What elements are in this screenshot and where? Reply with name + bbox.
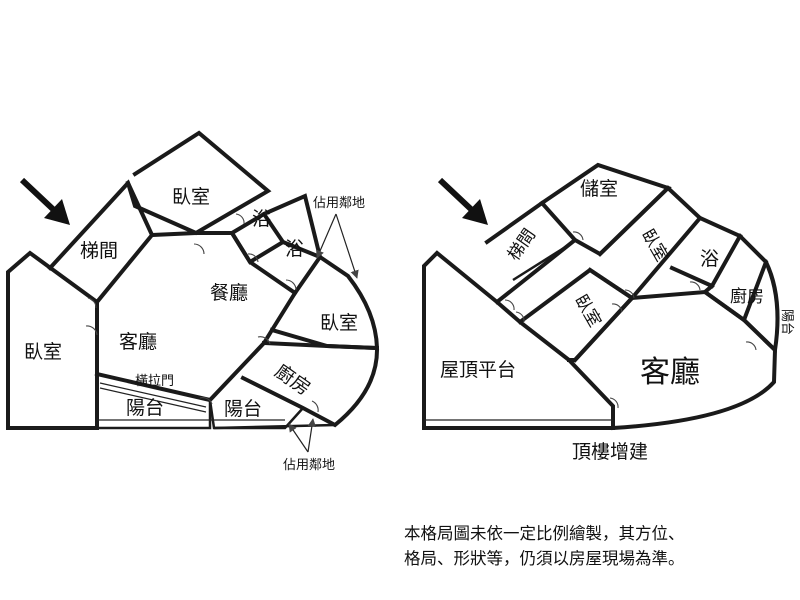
left-door-swings: [30, 213, 319, 429]
disclaimer-line-1: 本格局圖未依一定比例繪製，其方位、: [404, 524, 685, 543]
encroachment-leaders: [288, 213, 359, 453]
annotation-encroachment-top: 佔用鄰地: [313, 196, 365, 211]
label-sliding-door: 橫拉門: [135, 374, 174, 389]
room-label-balcony-right: 陽台: [779, 309, 794, 335]
room-label-balcony-left-1: 陽台: [126, 397, 164, 419]
entry-arrow-left: [19, 177, 70, 225]
room-label-bath-left-2: 浴: [285, 238, 304, 260]
right-floor-plan: 儲室 梯間 臥室 浴 廚房 臥室 陽台 屋頂平台 客廳 頂樓增建: [422, 162, 794, 463]
room-label-roof-terrace: 屋頂平台: [440, 359, 516, 381]
entry-arrow-right: [437, 177, 488, 225]
room-label-balcony-left-2: 陽台: [224, 398, 262, 420]
room-label-bedroom-top: 臥室: [172, 186, 210, 208]
disclaimer-line-2: 格局、形狀等，仍須以房屋現場為準。: [404, 549, 685, 568]
room-label-bedroom-left: 臥室: [24, 341, 62, 363]
left-walls: [6, 130, 380, 430]
room-label-dining: 餐廳: [210, 282, 248, 304]
room-label-stairwell-left: 梯間: [80, 240, 118, 262]
room-label-bath-left-1: 浴: [252, 208, 271, 230]
right-walls: [422, 162, 780, 431]
room-label-kitchen-right: 廚房: [730, 286, 764, 307]
room-label-bedroom-right: 臥室: [320, 312, 358, 334]
room-label-stairwell-right: 梯間: [504, 225, 540, 264]
left-floor-plan: 臥室 梯間 浴 浴 餐廳 客廳 臥室 臥室 廚房 橫拉門 陽台 陽台 佔用鄰地 …: [6, 130, 380, 473]
room-label-living-right: 客廳: [640, 355, 700, 390]
room-label-bedroom-right-2: 臥室: [570, 291, 604, 330]
room-label-living-left: 客廳: [119, 331, 157, 353]
caption-rooftop-addition: 頂樓增建: [572, 441, 648, 463]
room-label-bath-right: 浴: [700, 248, 719, 270]
room-label-storage: 儲室: [580, 178, 618, 200]
annotation-encroachment-bottom: 佔用鄰地: [283, 458, 335, 473]
right-door-swings: [504, 231, 757, 409]
